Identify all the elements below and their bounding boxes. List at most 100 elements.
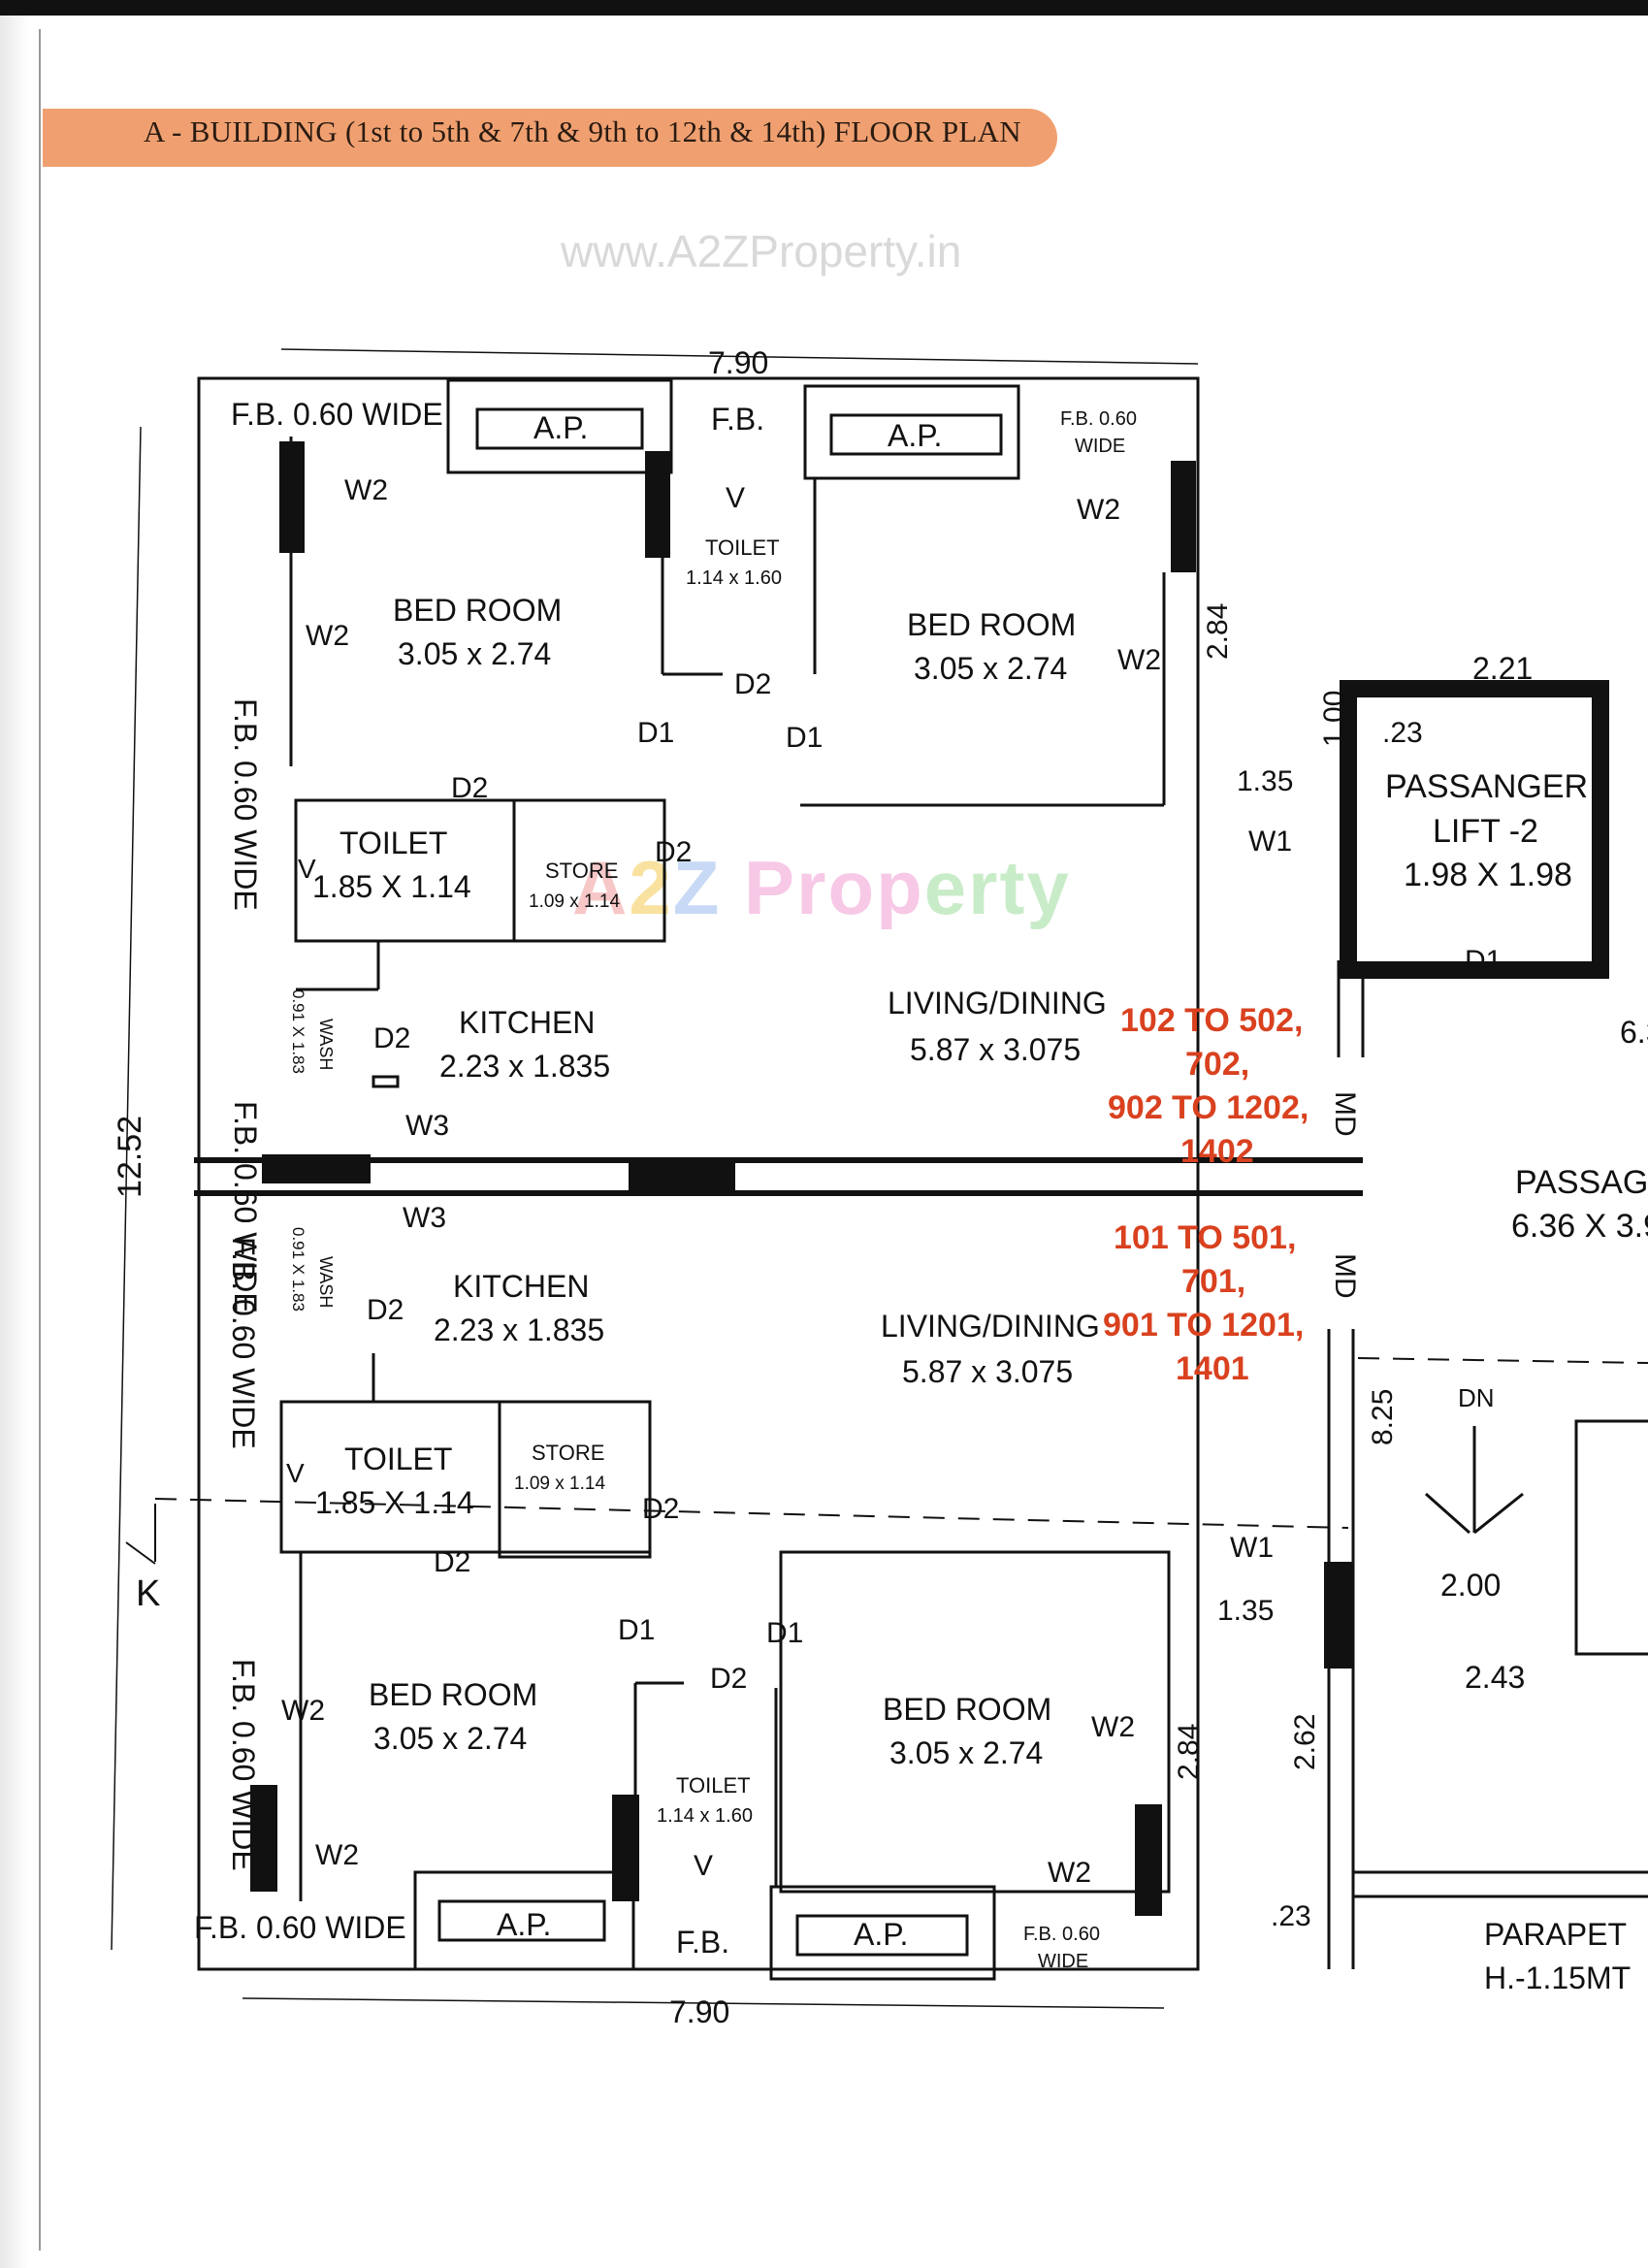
toilet-2-label: TOILET: [344, 1442, 452, 1476]
units-upper-1: 102 TO 502,: [1120, 1002, 1303, 1039]
bedroom-2-size: 3.05 x 2.74: [914, 651, 1067, 686]
d2-f: D2: [642, 1493, 679, 1525]
outer-boundary: [197, 376, 1200, 1971]
dim-825: 8.25: [1367, 1389, 1399, 1445]
units-lower-4: 1401: [1176, 1350, 1249, 1387]
toilet-small-2-label: TOILET: [676, 1773, 751, 1798]
section-marker-k: K: [136, 1573, 160, 1614]
ap-bottom-right: A.P.: [854, 1917, 908, 1952]
header-band: [43, 109, 1057, 167]
watermark-logo: A2Z Property: [572, 845, 1071, 930]
w2-d: W2: [1117, 644, 1161, 676]
watermark-url: www.A2ZProperty.in: [561, 226, 962, 276]
w2-e: W2: [281, 1695, 325, 1727]
fb-wide-top-left: F.B. 0.60 WIDE: [231, 397, 443, 432]
units-upper-2: 702,: [1185, 1046, 1249, 1083]
fb-wide-left-1: F.B. 0.60 WIDE: [228, 698, 263, 911]
units-upper-3: 902 TO 1202,: [1108, 1089, 1309, 1126]
w3-a: W3: [405, 1110, 449, 1142]
passage-label: PASSAGE: [1515, 1164, 1648, 1201]
store-1-label: STORE: [545, 859, 618, 883]
md-lower: MD: [1329, 1253, 1361, 1299]
units-upper-4: 1402: [1180, 1133, 1254, 1170]
wash-1-label: WASH: [316, 1019, 336, 1070]
ap-top-left: A.P.: [533, 410, 588, 445]
fb-bottom: F.B.: [676, 1925, 729, 1960]
scan-top-edge: [0, 0, 1648, 16]
dim-lift-width: 2.21: [1472, 651, 1533, 686]
wash-2-size: 0.91 X 1.83: [289, 1227, 307, 1312]
lift-label-2: LIFT -2: [1433, 813, 1538, 850]
dim-135-bottom: 1.35: [1217, 1595, 1274, 1627]
dim-023b: .23: [1271, 1900, 1311, 1932]
bedroom-3-size: 3.05 x 2.74: [373, 1721, 527, 1756]
fb-top: F.B.: [711, 402, 764, 437]
dim-284-bottom: 2.84: [1173, 1724, 1205, 1780]
kitchen-2-label: KITCHEN: [453, 1269, 589, 1304]
w1-bottom: W1: [1230, 1532, 1274, 1564]
wash-2-label: WASH: [316, 1256, 336, 1308]
scan-left-edge: [0, 16, 29, 2268]
units-lower-1: 101 TO 501,: [1114, 1219, 1296, 1256]
living-1-size: 5.87 x 3.075: [910, 1032, 1081, 1067]
page-title: A - BUILDING (1st to 5th & 7th & 9th to …: [144, 114, 1021, 148]
bedroom-4-size: 3.05 x 2.74: [889, 1735, 1043, 1770]
bedroom-1-size: 3.05 x 2.74: [398, 636, 551, 671]
living-2-size: 5.87 x 3.075: [902, 1354, 1073, 1389]
dim-200: 2.00: [1440, 1568, 1501, 1603]
parapet-label: PARAPET: [1484, 1917, 1627, 1952]
dim-100: 1.00: [1318, 691, 1350, 747]
d2-c: D2: [655, 836, 692, 868]
dim-284-top: 2.84: [1202, 603, 1234, 660]
toilet-small-2-size: 1.14 x 1.60: [657, 1805, 753, 1827]
w3-b: W3: [403, 1202, 446, 1234]
units-lower-3: 901 TO 1201,: [1103, 1307, 1304, 1344]
w2-f: W2: [1091, 1711, 1135, 1743]
fb-small-bottom-2: WIDE: [1038, 1951, 1088, 1972]
dim-023a: .23: [1382, 717, 1423, 749]
kitchen-1-label: KITCHEN: [459, 1005, 595, 1040]
d1-lift: D1: [1465, 945, 1502, 977]
bedroom-4-label: BED ROOM: [883, 1692, 1051, 1727]
w2-h: W2: [1048, 1857, 1091, 1889]
lift-label-1: PASSANGER: [1385, 768, 1588, 805]
toilet-small-1-size: 1.14 x 1.60: [686, 567, 782, 589]
d1-b: D1: [786, 722, 823, 754]
store-1-size: 1.09 x 1.14: [529, 891, 620, 912]
d2-a: D2: [734, 668, 771, 700]
fb-small-bottom-1: F.B. 0.60: [1023, 1924, 1100, 1945]
d2-b: D2: [451, 772, 488, 804]
fb-wide-left-2: F.B. 0.60 WIDE: [228, 1101, 263, 1313]
store-2-size: 1.09 x 1.14: [514, 1474, 605, 1494]
page-border: [39, 29, 41, 2251]
fb-wide-left-4: F.B. 0.60 WIDE: [226, 1659, 261, 1871]
d1-c: D1: [618, 1614, 655, 1646]
d2-d: D2: [373, 1022, 410, 1054]
toilet-small-1-label: TOILET: [705, 535, 780, 560]
fb-wide-left-3: F.B. 0.60 WIDE: [226, 1237, 261, 1449]
v-b: V: [286, 1458, 305, 1488]
v-top: V: [726, 482, 745, 514]
w2-g: W2: [315, 1839, 359, 1871]
units-lower-2: 701,: [1181, 1263, 1245, 1300]
ap-top-right: A.P.: [888, 418, 942, 453]
d1-a: D1: [637, 717, 674, 749]
dim-total-height: 12.52: [112, 1116, 148, 1198]
md-upper: MD: [1329, 1091, 1361, 1137]
bedroom-3-label: BED ROOM: [369, 1677, 537, 1712]
d2-e: D2: [367, 1294, 404, 1326]
toilet-1-label: TOILET: [339, 826, 447, 860]
dim-bottom-width: 7.90: [669, 1994, 729, 2029]
fb-small-top-2: WIDE: [1075, 436, 1125, 457]
toilet-1-size: 1.85 X 1.14: [312, 869, 471, 904]
living-1-label: LIVING/DINING: [888, 986, 1107, 1021]
fb-wide-bottom-left: F.B. 0.60 WIDE: [194, 1910, 406, 1945]
dim-135-top: 1.35: [1237, 765, 1293, 797]
dim-243: 2.43: [1465, 1660, 1525, 1695]
bedroom-2-label: BED ROOM: [907, 607, 1076, 642]
d2-g: D2: [434, 1546, 470, 1578]
wash-1-size: 0.91 X 1.83: [289, 989, 307, 1074]
d2-h: D2: [710, 1663, 747, 1695]
dn-label: DN: [1458, 1383, 1495, 1412]
